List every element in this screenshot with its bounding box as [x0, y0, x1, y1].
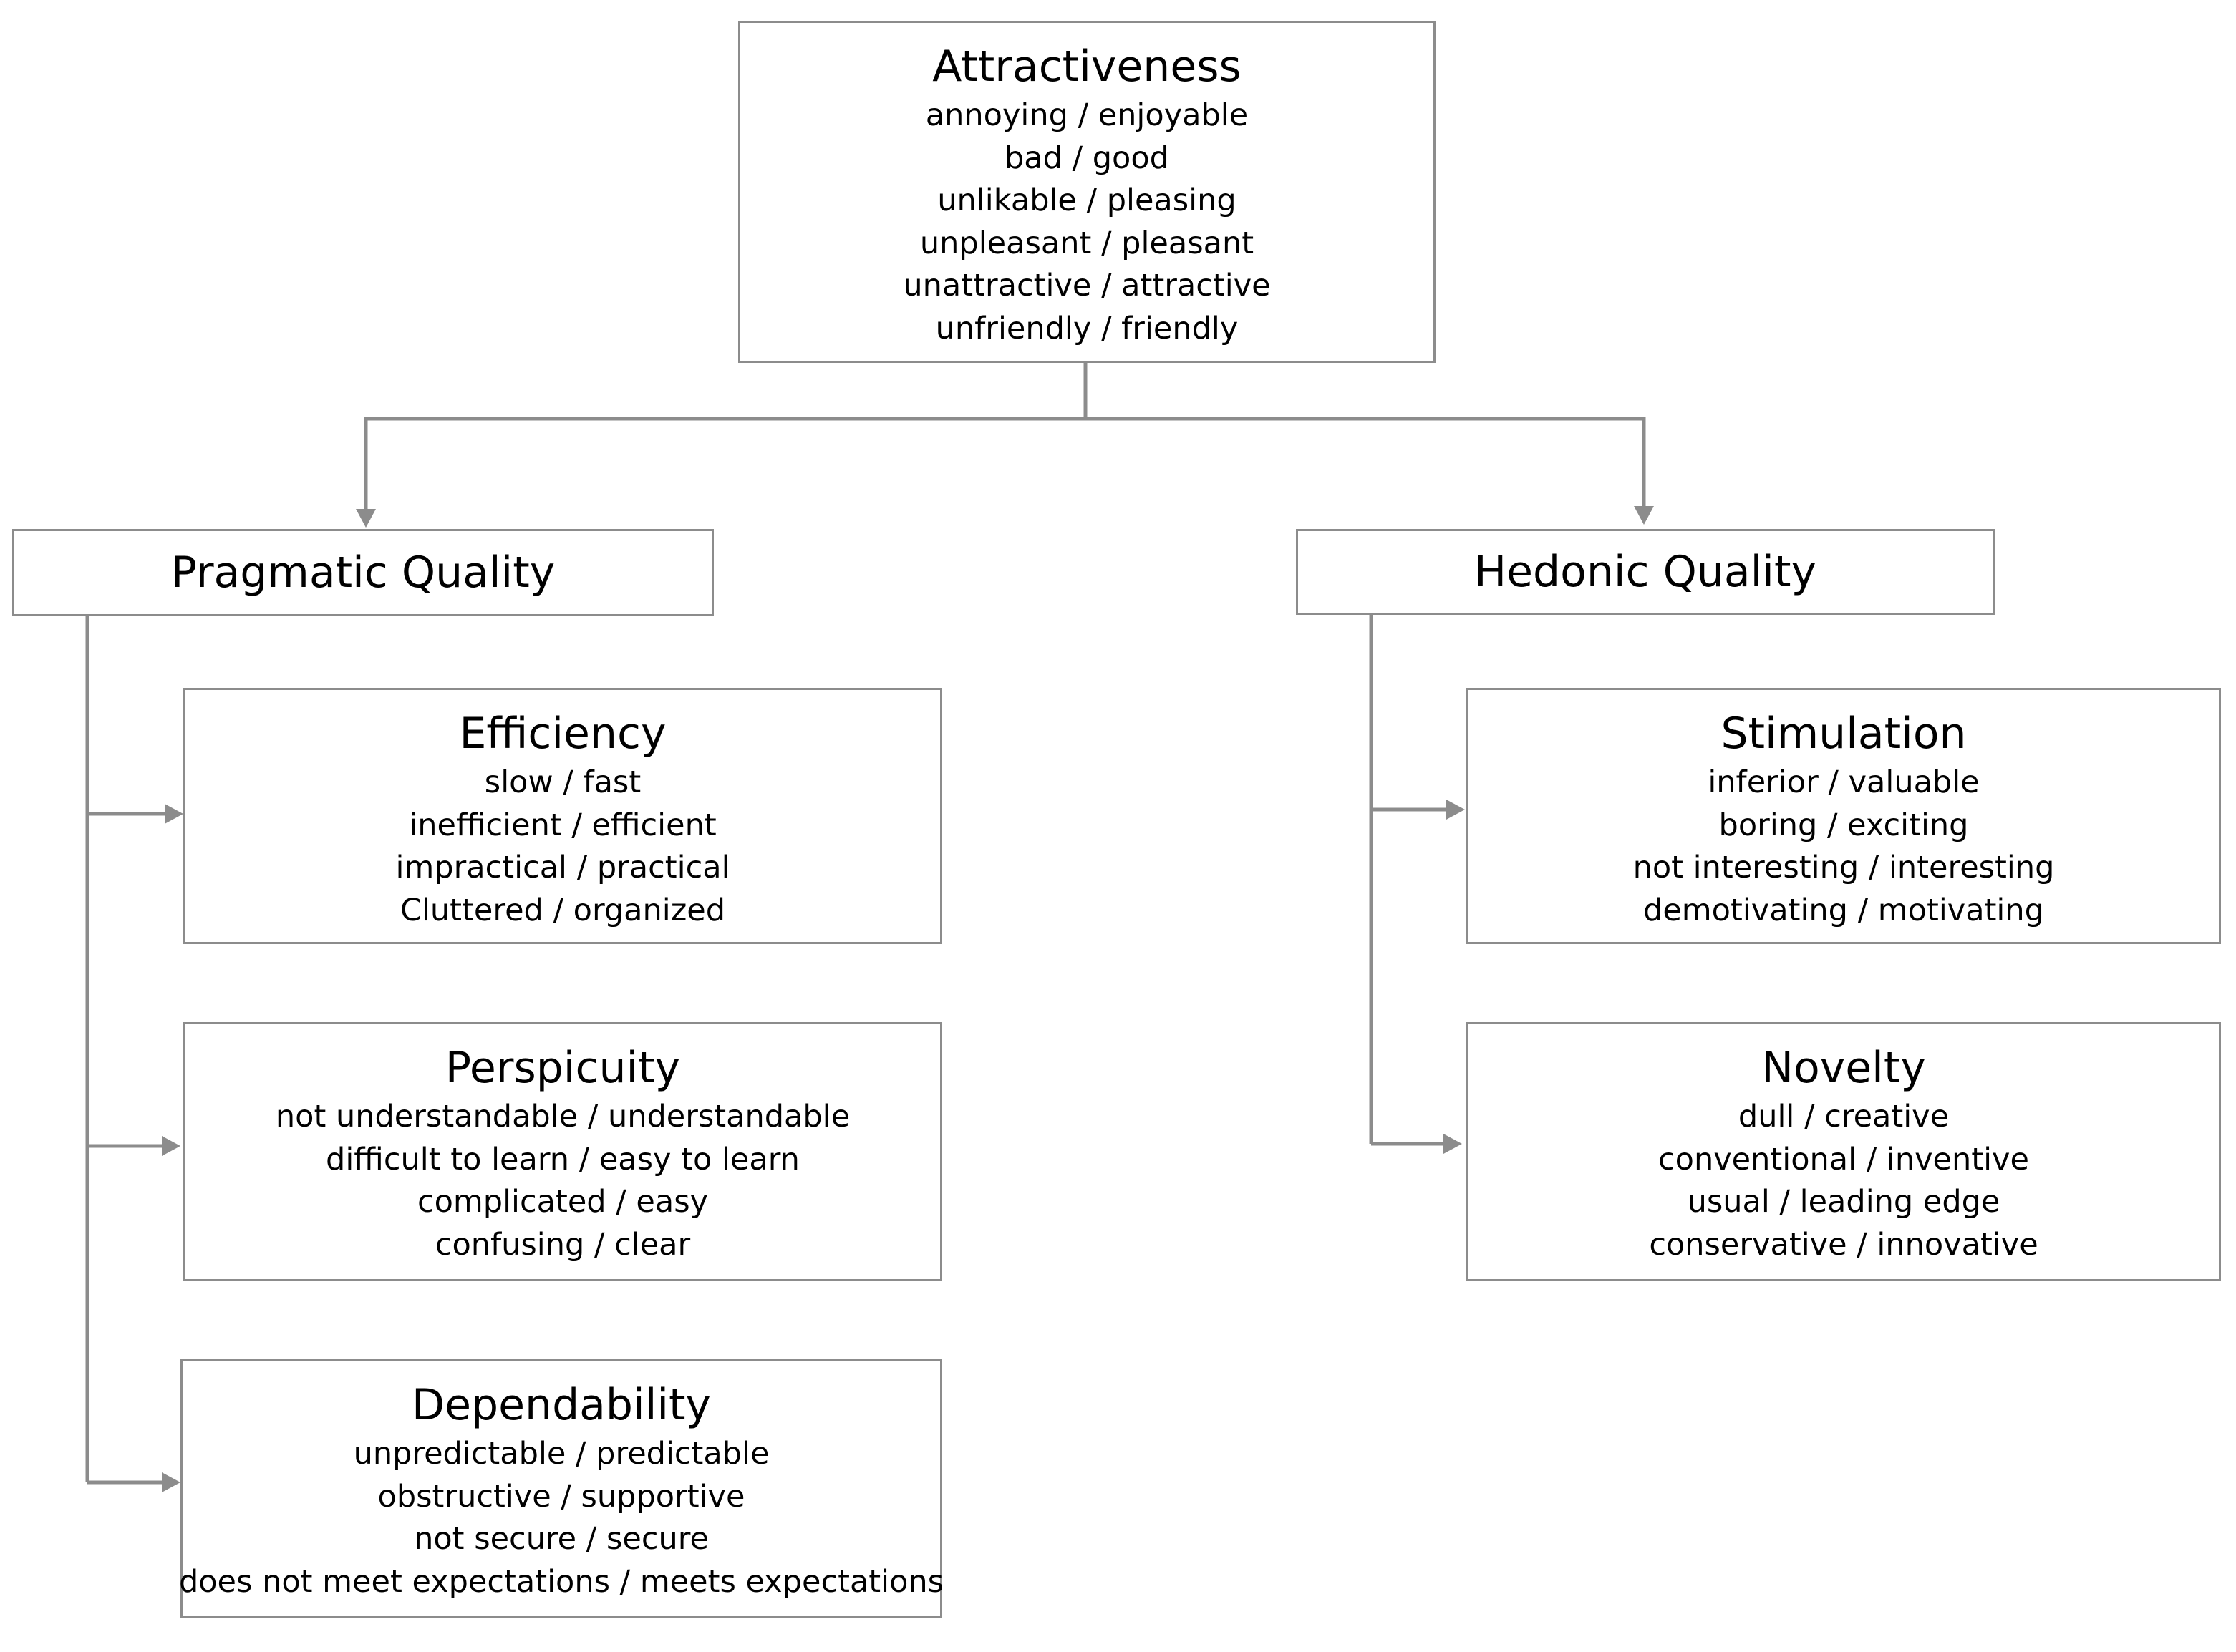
- node-perspicuity: Perspicuity not understandable / underst…: [183, 1022, 942, 1281]
- item: does not meet expectations / meets expec…: [178, 1563, 944, 1600]
- node-hedonic-quality: Hedonic Quality: [1296, 529, 1995, 615]
- item: unlikable / pleasing: [937, 183, 1236, 218]
- edge-pragmatic-to-dependability-arrowhead: [162, 1472, 180, 1492]
- edge-attractiveness-to-pragmatic: [364, 417, 1085, 510]
- node-novelty: Novelty dull / creative conventional / i…: [1466, 1022, 2221, 1281]
- node-dependability-title: Dependability: [411, 1380, 712, 1430]
- node-attractiveness-title: Attractiveness: [932, 42, 1242, 92]
- edge-hedonic-to-novelty-arrowhead: [1443, 1134, 1462, 1154]
- item: not interesting / interesting: [1632, 850, 2055, 885]
- item: not understandable / understandable: [275, 1099, 851, 1134]
- edge-attractiveness-to-hedonic-arrowhead: [1634, 506, 1654, 525]
- item: unfriendly / friendly: [935, 310, 1239, 346]
- item: inefficient / efficient: [409, 807, 717, 843]
- node-efficiency: Efficiency slow / fast inefficient / eff…: [183, 688, 942, 944]
- item: impractical / practical: [395, 850, 730, 885]
- edge-pragmatic-to-perspicuity-arrowhead: [162, 1136, 180, 1156]
- node-attractiveness-items: annoying / enjoyable bad / good unlikabl…: [903, 94, 1270, 350]
- item: usual / leading edge: [1687, 1184, 2000, 1220]
- edge-attractiveness-to-hedonic: [1085, 417, 1646, 507]
- node-stimulation-items: inferior / valuable boring / exciting no…: [1633, 762, 2055, 932]
- item: annoying / enjoyable: [925, 97, 1249, 133]
- item: unattractive / attractive: [903, 268, 1271, 303]
- node-dependability-items: unpredictable / predictable obstructive …: [179, 1433, 944, 1603]
- item: boring / exciting: [1718, 807, 1969, 843]
- item: bad / good: [1005, 140, 1169, 176]
- edge-pragmatic-to-efficiency-arrowhead: [165, 804, 183, 824]
- item: conservative / innovative: [1649, 1226, 2038, 1263]
- edge-attractiveness-to-pragmatic-arrowhead: [356, 509, 376, 528]
- node-perspicuity-items: not understandable / understandable diff…: [276, 1096, 850, 1266]
- item: dull / creative: [1738, 1099, 1950, 1134]
- node-stimulation: Stimulation inferior / valuable boring /…: [1466, 688, 2221, 944]
- item: not secure / secure: [414, 1521, 709, 1557]
- node-novelty-items: dull / creative conventional / inventive…: [1649, 1096, 2038, 1266]
- node-perspicuity-title: Perspicuity: [445, 1043, 681, 1093]
- item: Cluttered / organized: [400, 892, 726, 928]
- item: confusing / clear: [435, 1226, 691, 1263]
- node-pragmatic-quality: Pragmatic Quality: [12, 529, 714, 616]
- item: difficult to learn / easy to learn: [326, 1141, 800, 1177]
- node-stimulation-title: Stimulation: [1720, 709, 1967, 759]
- item: inferior / valuable: [1708, 764, 1980, 800]
- item: unpleasant / pleasant: [919, 225, 1254, 261]
- node-efficiency-title: Efficiency: [459, 709, 667, 759]
- item: demotivating / motivating: [1643, 892, 2044, 928]
- node-pragmatic-quality-title: Pragmatic Quality: [170, 548, 556, 598]
- node-dependability: Dependability unpredictable / predictabl…: [179, 1359, 944, 1618]
- item: unpredictable / predictable: [353, 1436, 770, 1472]
- node-hedonic-quality-title: Hedonic Quality: [1474, 547, 1816, 597]
- item: complicated / easy: [417, 1184, 709, 1220]
- edge-hedonic-to-stimulation-arrowhead: [1446, 800, 1465, 820]
- node-attractiveness: Attractiveness annoying / enjoyable bad …: [738, 21, 1436, 363]
- item: obstructive / supportive: [377, 1478, 745, 1515]
- item: slow / fast: [484, 764, 642, 800]
- item: conventional / inventive: [1658, 1141, 2029, 1177]
- node-efficiency-items: slow / fast inefficient / efficient impr…: [395, 762, 730, 932]
- node-novelty-title: Novelty: [1761, 1043, 1926, 1093]
